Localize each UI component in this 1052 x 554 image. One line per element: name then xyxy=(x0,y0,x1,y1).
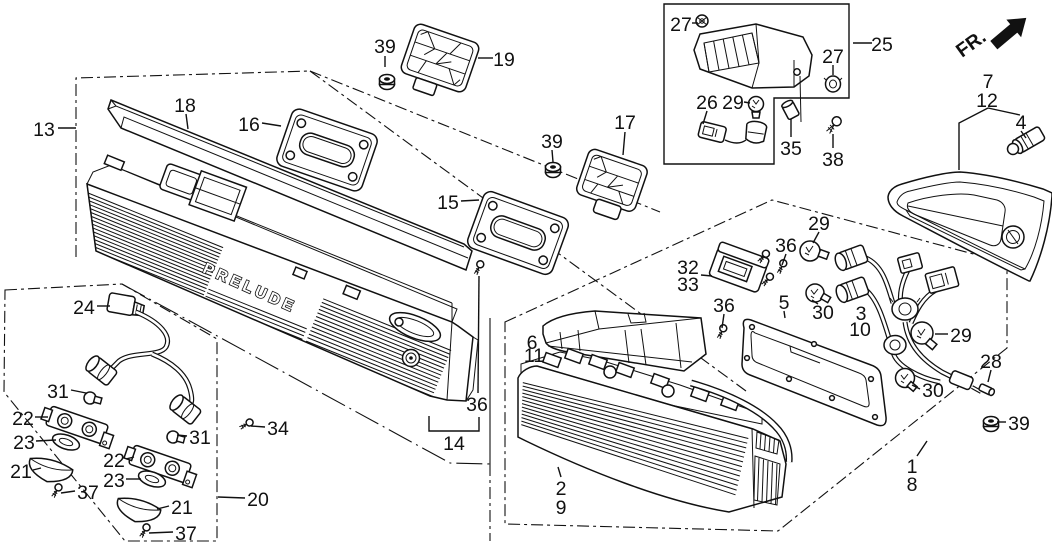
svg-text:34: 34 xyxy=(267,418,289,440)
svg-text:35: 35 xyxy=(780,138,802,160)
svg-text:1: 1 xyxy=(907,456,918,478)
svg-text:11: 11 xyxy=(524,345,544,367)
svg-text:27: 27 xyxy=(822,46,844,68)
svg-text:6: 6 xyxy=(527,332,538,354)
svg-text:22: 22 xyxy=(103,450,125,472)
svg-text:27: 27 xyxy=(670,14,692,36)
svg-text:39: 39 xyxy=(374,36,396,58)
svg-text:36: 36 xyxy=(713,295,735,317)
svg-text:29: 29 xyxy=(808,213,830,235)
svg-text:39: 39 xyxy=(541,131,563,153)
svg-text:37: 37 xyxy=(175,523,197,545)
svg-text:21: 21 xyxy=(171,497,193,519)
svg-text:24: 24 xyxy=(73,297,95,319)
svg-text:36: 36 xyxy=(466,394,488,416)
svg-text:9: 9 xyxy=(556,497,567,519)
svg-text:28: 28 xyxy=(980,351,1002,373)
svg-text:12: 12 xyxy=(976,90,998,112)
svg-text:14: 14 xyxy=(443,433,465,455)
svg-text:31: 31 xyxy=(189,427,211,449)
svg-text:36: 36 xyxy=(775,235,797,257)
svg-text:29: 29 xyxy=(722,92,744,114)
svg-text:15: 15 xyxy=(437,192,459,214)
svg-text:29: 29 xyxy=(950,325,972,347)
svg-text:17: 17 xyxy=(614,112,636,134)
svg-text:19: 19 xyxy=(493,49,515,71)
svg-text:8: 8 xyxy=(907,474,918,496)
svg-text:10: 10 xyxy=(849,319,871,341)
svg-text:25: 25 xyxy=(871,34,893,56)
svg-text:37: 37 xyxy=(77,482,99,504)
svg-text:20: 20 xyxy=(247,489,269,511)
svg-text:22: 22 xyxy=(12,408,34,430)
svg-text:26: 26 xyxy=(696,92,718,114)
svg-text:23: 23 xyxy=(103,470,125,492)
svg-text:2: 2 xyxy=(556,478,567,500)
svg-text:30: 30 xyxy=(922,380,944,402)
svg-text:39: 39 xyxy=(1008,413,1030,435)
svg-text:4: 4 xyxy=(1016,112,1027,134)
svg-text:13: 13 xyxy=(33,119,55,141)
svg-text:33: 33 xyxy=(677,274,699,296)
svg-text:3: 3 xyxy=(856,303,867,325)
svg-text:38: 38 xyxy=(822,149,844,171)
svg-text:18: 18 xyxy=(174,95,196,117)
svg-text:16: 16 xyxy=(238,114,260,136)
svg-text:21: 21 xyxy=(10,461,32,483)
svg-text:30: 30 xyxy=(812,302,834,324)
svg-text:31: 31 xyxy=(47,381,69,403)
svg-text:7: 7 xyxy=(983,71,994,93)
svg-text:5: 5 xyxy=(779,292,790,314)
svg-text:23: 23 xyxy=(13,432,35,454)
svg-text:32: 32 xyxy=(677,257,699,279)
